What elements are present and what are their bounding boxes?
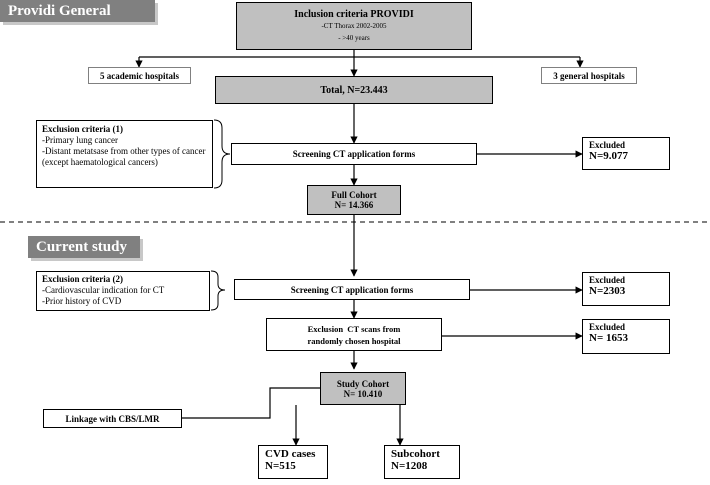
section-label-current: Current study <box>36 238 127 255</box>
academic-hospitals-box: 5 academic hospitals <box>88 67 191 84</box>
study-cohort-box: Study Cohort N= 10.410 <box>320 372 406 405</box>
subcohort-label: Subcohort <box>391 448 440 460</box>
academic-hospitals-label: 5 academic hospitals <box>99 70 179 81</box>
excluded-2-box: Excluded N=2303 <box>582 272 670 306</box>
excluded-1-value: N=9.077 <box>589 150 628 162</box>
subcohort-value: N=1208 <box>391 460 428 472</box>
excluded-2-label: Excluded <box>589 275 626 285</box>
exclusion-1-item: (except haematological cancers) <box>42 157 158 167</box>
full-cohort-label: Full Cohort <box>331 190 377 200</box>
screening-2-box: Screening CT application forms <box>234 279 470 300</box>
inclusion-line1: -CT Thorax 2002-2005 <box>321 21 387 30</box>
general-hospitals-label: 3 general hospitals <box>553 70 625 81</box>
screening-1-label: Screening CT application forms <box>292 149 416 159</box>
exclusion-hospital-line1: Exclusion CT scans from <box>307 323 401 334</box>
linkage-box: Linkage with CBS/LMR <box>43 409 182 428</box>
cvd-cases-label: CVD cases <box>265 448 316 460</box>
exclusion-2-title: Exclusion criteria (2) <box>42 274 123 284</box>
brace-exclusion2 <box>210 270 226 311</box>
inclusion-title: Inclusion criteria PROVIDI <box>294 8 414 20</box>
general-hospitals-box: 3 general hospitals <box>541 67 637 84</box>
exclusion-1-item: -Primary lung cancer <box>42 135 118 145</box>
total-box: Total, N=23.443 <box>215 76 493 104</box>
excluded-3-label: Excluded <box>589 322 626 332</box>
excluded-3-box: Excluded N= 1653 <box>582 319 670 354</box>
full-cohort-value: N= 14.366 <box>334 200 374 210</box>
excluded-3-value: N= 1653 <box>589 332 628 344</box>
excluded-1-box: Excluded N=9.077 <box>582 137 670 170</box>
cvd-cases-value: N=515 <box>265 460 296 472</box>
study-cohort-label: Study Cohort <box>336 378 390 389</box>
cvd-cases-box: CVD cases N=515 <box>258 445 328 479</box>
section-label-general: Providi General <box>8 2 111 19</box>
exclusion-criteria-1-box: Exclusion criteria (1) -Primary lung can… <box>36 120 213 188</box>
inclusion-line2: - >40 years <box>338 33 370 42</box>
exclusion-2-item: -Prior history of CVD <box>42 296 122 306</box>
exclusion-1-title: Exclusion criteria (1) <box>42 124 123 134</box>
exclusion-1-item: -Distant metatsase from other types of c… <box>42 146 206 156</box>
full-cohort-box: Full Cohort N= 14.366 <box>307 185 401 215</box>
total-label: Total, N=23.443 <box>320 84 388 96</box>
exclusion-criteria-2-box: Exclusion criteria (2) -Cardiovascular i… <box>36 271 210 311</box>
inclusion-criteria-box: Inclusion criteria PROVIDI -CT Thorax 20… <box>236 2 472 50</box>
linkage-label: Linkage with CBS/LMR <box>65 413 160 424</box>
screening-2-label: Screening CT application forms <box>290 284 414 295</box>
section-banner-general: Providi General <box>0 0 155 22</box>
study-cohort-value: N= 10.410 <box>343 388 383 399</box>
exclusion-2-item: -Cardiovascular indication for CT <box>42 285 165 295</box>
exclusion-hospital-line2: randomly chosen hospital <box>307 335 401 346</box>
excluded-2-value: N=2303 <box>589 285 626 297</box>
line-studycohort-to-linkage <box>182 387 320 419</box>
excluded-1-label: Excluded <box>589 140 626 150</box>
subcohort-box: Subcohort N=1208 <box>384 445 460 479</box>
screening-1-box: Screening CT application forms <box>231 143 477 165</box>
brace-exclusion1 <box>213 119 231 189</box>
exclusion-hospital-box: Exclusion CT scans from randomly chosen … <box>266 318 442 351</box>
section-banner-current: Current study <box>28 236 140 258</box>
